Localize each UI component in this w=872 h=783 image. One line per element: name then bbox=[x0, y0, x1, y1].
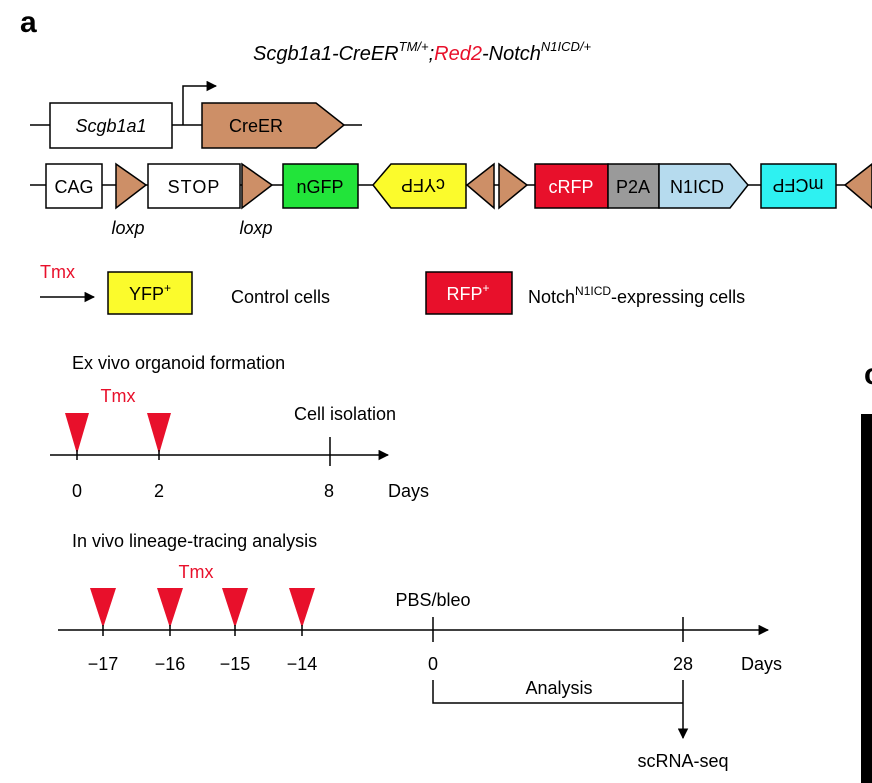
timeline2-tick: 28 bbox=[673, 654, 693, 674]
tmx-marker-icon bbox=[147, 413, 171, 454]
loxp-label-2: loxp bbox=[239, 218, 272, 238]
stop-box bbox=[147, 163, 241, 209]
legend-tmx: Tmx bbox=[40, 262, 75, 282]
rfp-legend-label: RFP+ bbox=[446, 281, 489, 304]
timeline2-tick: −15 bbox=[220, 654, 251, 674]
crfp-box bbox=[534, 163, 609, 209]
promoter-arrow-icon bbox=[182, 80, 218, 125]
loxp-triangle-reverse-icon bbox=[465, 162, 495, 210]
timeline2-tmx: Tmx bbox=[179, 562, 214, 582]
genotype-part3: -Notch bbox=[482, 43, 541, 65]
yfp-sup: + bbox=[164, 281, 171, 295]
timeline1-tmx: Tmx bbox=[101, 386, 136, 406]
timeline1-tick: 0 bbox=[72, 481, 82, 501]
panel-label: a bbox=[20, 6, 37, 39]
tmx-marker-icon bbox=[90, 588, 116, 628]
creer-box bbox=[201, 102, 346, 149]
yfp-legend-box bbox=[107, 271, 193, 315]
scrna-seq-label: scRNA-seq bbox=[637, 751, 728, 771]
loxp-triangle-reverse-icon bbox=[843, 163, 872, 209]
timeline-ex-vivo: Ex vivo organoid formation Tmx Cell isol… bbox=[50, 353, 429, 501]
stop-label: STOP bbox=[168, 177, 221, 197]
analysis-bracket bbox=[432, 680, 683, 704]
genotype-sup2: N1ICD/+ bbox=[541, 39, 592, 54]
yfp-text: YFP bbox=[129, 284, 164, 304]
timeline1-unit: Days bbox=[388, 481, 429, 501]
control-cells-label: Control cells bbox=[231, 287, 330, 307]
cyfp-label: cYFP bbox=[401, 175, 445, 195]
analysis-label: Analysis bbox=[525, 678, 592, 698]
construct-red2-notch: CAG STOP nGFP cYFP cRFP P2A N1ICD mCFP l… bbox=[30, 162, 872, 238]
notch-pre: Notch bbox=[528, 287, 575, 307]
timeline-in-vivo: In vivo lineage-tracing analysis Tmx PBS… bbox=[58, 531, 782, 771]
timeline2-tick: −14 bbox=[287, 654, 318, 674]
yfp-legend-label: YFP+ bbox=[129, 281, 171, 304]
construct-scgb1a1: Scgb1a1 CreER bbox=[30, 80, 362, 149]
loxp-triangle-icon bbox=[241, 162, 274, 210]
scgb1a1-label: Scgb1a1 bbox=[75, 116, 146, 136]
notch-sup: N1ICD bbox=[575, 284, 611, 298]
legend: Tmx YFP+ Control cells RFP+ NotchN1ICD-e… bbox=[40, 262, 745, 315]
creer-label: CreER bbox=[229, 116, 283, 136]
notch-post: -expressing cells bbox=[611, 287, 745, 307]
panel-label-cut: c bbox=[864, 358, 872, 391]
p2a-box bbox=[607, 163, 660, 209]
loxp-triangle-icon bbox=[115, 162, 148, 210]
tmx-marker-icon bbox=[65, 413, 89, 454]
tmx-marker-icon bbox=[222, 588, 248, 628]
timeline2-tick: −16 bbox=[155, 654, 186, 674]
cag-label: CAG bbox=[54, 177, 93, 197]
timeline1-title: Ex vivo organoid formation bbox=[72, 353, 285, 373]
ngfp-label: nGFP bbox=[296, 177, 343, 197]
genotype-sup1: TM/+ bbox=[399, 39, 429, 54]
notch-cells-label: NotchN1ICD-expressing cells bbox=[528, 284, 745, 307]
timeline1-tick: 2 bbox=[154, 481, 164, 501]
timeline1-event: Cell isolation bbox=[294, 404, 396, 424]
loxp-triangle-icon bbox=[498, 162, 529, 210]
ngfp-box bbox=[282, 163, 359, 209]
p2a-label: P2A bbox=[616, 177, 650, 197]
genotype-sep: ; bbox=[429, 43, 435, 65]
genotype-title: Scgb1a1-CreERTM/+;Red2-NotchN1ICD/+ bbox=[253, 39, 592, 65]
mcfp-label: mCFP bbox=[773, 175, 824, 195]
mcfp-box bbox=[760, 163, 837, 209]
n1icd-label: N1ICD bbox=[670, 177, 724, 197]
cyfp-box bbox=[372, 163, 467, 209]
timeline1-tick: 8 bbox=[324, 481, 334, 501]
timeline2-tick: −17 bbox=[88, 654, 119, 674]
rfp-legend-box bbox=[425, 271, 513, 315]
loxp-label-1: loxp bbox=[111, 218, 144, 238]
timeline2-event: PBS/bleo bbox=[395, 590, 470, 610]
rfp-sup: + bbox=[482, 281, 489, 295]
timeline2-title: In vivo lineage-tracing analysis bbox=[72, 531, 317, 551]
neighbor-panel-edge bbox=[861, 414, 872, 783]
n1icd-box bbox=[658, 163, 749, 209]
crfp-label: cRFP bbox=[549, 177, 594, 197]
genotype-red2: Red2 bbox=[434, 43, 482, 65]
cag-box bbox=[45, 163, 103, 209]
tmx-marker-icon bbox=[289, 588, 315, 628]
genotype-part1: Scgb1a1-CreER bbox=[253, 43, 399, 65]
scgb1a1-box bbox=[49, 102, 173, 149]
timeline2-unit: Days bbox=[741, 654, 782, 674]
tmx-marker-icon bbox=[157, 588, 183, 628]
rfp-text: RFP bbox=[446, 284, 482, 304]
timeline2-tick: 0 bbox=[428, 654, 438, 674]
